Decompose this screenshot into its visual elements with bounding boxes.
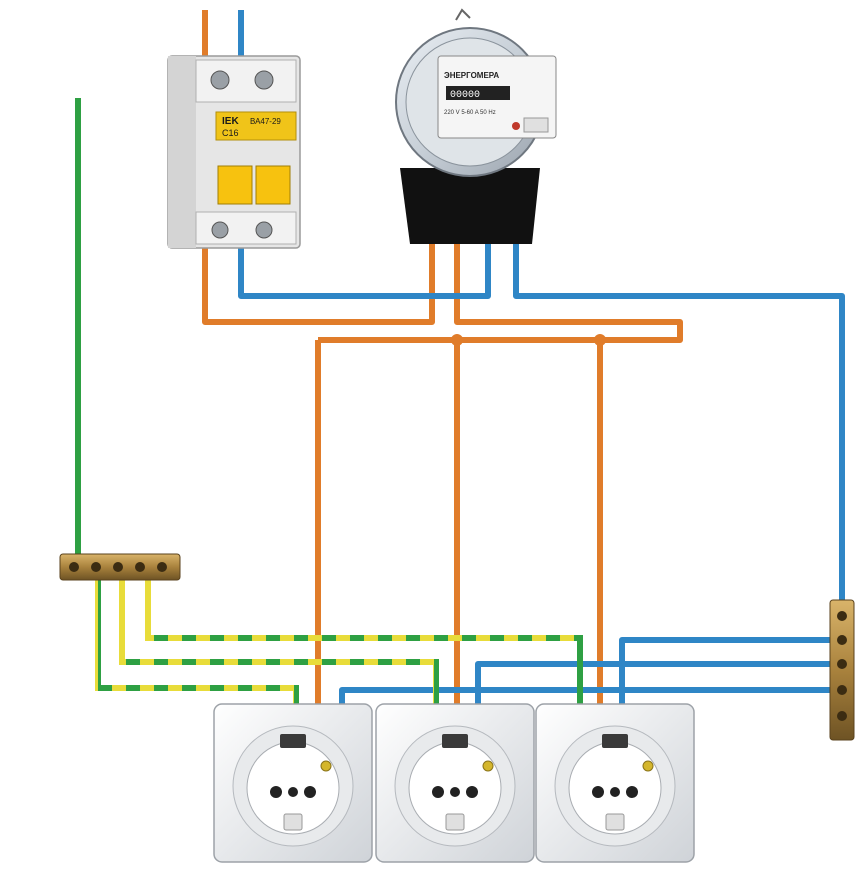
earth-socket-3-wire [145,578,583,704]
phase-junction [594,334,606,346]
meter-brand-label: ЭНЕРГОМЕРА [444,71,499,80]
meter-spec-label: 220 V 5-60 A 50 Hz [444,110,496,116]
neutral-breaker-to-meter-wire [238,244,491,299]
neutral-meter-to-busbar-wire [513,244,845,604]
breaker-model-label: ВА47-29 [250,117,281,126]
socket-shutter-icon [280,734,306,748]
socket-hole-icon [432,786,444,798]
earth-socket-2-wire [119,578,439,704]
breaker-rating-label: C16 [222,128,239,138]
phase-meter-out-wire [318,244,683,343]
socket-hole-icon [288,787,298,797]
socket-shutter-icon [602,734,628,748]
phase-breaker-to-meter-wire [202,244,435,325]
terminal-screw-icon [254,70,274,90]
earth-clip-icon [482,760,494,772]
socket-hole-icon [610,787,620,797]
phase-junction [451,334,463,346]
neutral-socket-1-wire [339,687,842,704]
breaker-toggle-left [217,165,253,205]
terminal-screw-icon [255,221,273,239]
terminal-screw-icon [211,221,229,239]
meter-reading-label: 00000 [450,90,480,101]
meter-counter-display [446,86,510,100]
phase-junctions [451,334,606,346]
socket-hole-icon [270,786,282,798]
terminal-screw-icon [210,70,230,90]
earth-clip-icon [642,760,654,772]
breaker-brand-label: IEK [222,116,239,127]
neutral-socket-2-wire [475,661,842,704]
electricity-meter: ЭНЕРГОМЕРА 00000 220 V 5-60 A 50 Hz [395,8,557,244]
socket-shutter-icon [442,734,468,748]
neutral-socket-3-wire [619,637,842,704]
breaker-toggle-right [255,165,291,205]
socket-1 [213,703,373,863]
socket-hole-icon [592,786,604,798]
circuit-breaker: IEK ВА47-29 C16 [167,55,301,249]
socket-3 [535,703,695,863]
neutral-busbar [829,599,855,741]
earth-socket-1-wire [95,578,299,704]
earth-clip-icon [320,760,332,772]
socket-hole-icon [304,786,316,798]
neutral-wires [238,10,845,704]
socket-2 [375,703,535,863]
earth-busbar [59,553,181,581]
socket-hole-icon [466,786,478,798]
meter-led-icon [512,122,520,130]
earth-wires [75,98,583,704]
socket-hole-icon [450,787,460,797]
socket-hole-icon [626,786,638,798]
